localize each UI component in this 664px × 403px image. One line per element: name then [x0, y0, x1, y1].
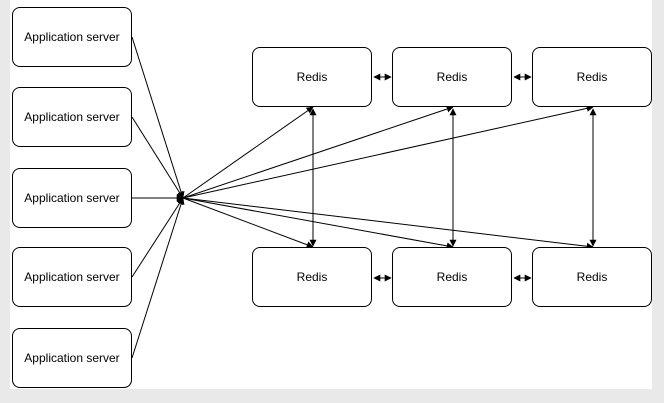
redis-label: Redis [576, 70, 608, 84]
redis-node-top-1[interactable]: Redis [252, 47, 372, 107]
app-server-node-2[interactable]: Application server [12, 87, 132, 147]
redis-node-top-2[interactable]: Redis [392, 47, 512, 107]
app-server-label: Application server [24, 191, 120, 205]
app-server-node-3[interactable]: Application server [12, 168, 132, 228]
app-server-label: Application server [24, 110, 120, 124]
app-server-node-5[interactable]: Application server [12, 328, 132, 388]
redis-label: Redis [296, 270, 328, 284]
redis-label: Redis [296, 70, 328, 84]
app-server-label: Application server [24, 270, 120, 284]
redis-label: Redis [436, 70, 468, 84]
redis-label: Redis [436, 270, 468, 284]
app-server-label: Application server [24, 351, 120, 365]
redis-node-bottom-3[interactable]: Redis [532, 247, 652, 307]
redis-node-top-3[interactable]: Redis [532, 47, 652, 107]
redis-label: Redis [576, 270, 608, 284]
redis-node-bottom-2[interactable]: Redis [392, 247, 512, 307]
app-server-label: Application server [24, 30, 120, 44]
redis-node-bottom-1[interactable]: Redis [252, 247, 372, 307]
app-server-node-1[interactable]: Application server [12, 7, 132, 67]
app-server-node-4[interactable]: Application server [12, 247, 132, 307]
